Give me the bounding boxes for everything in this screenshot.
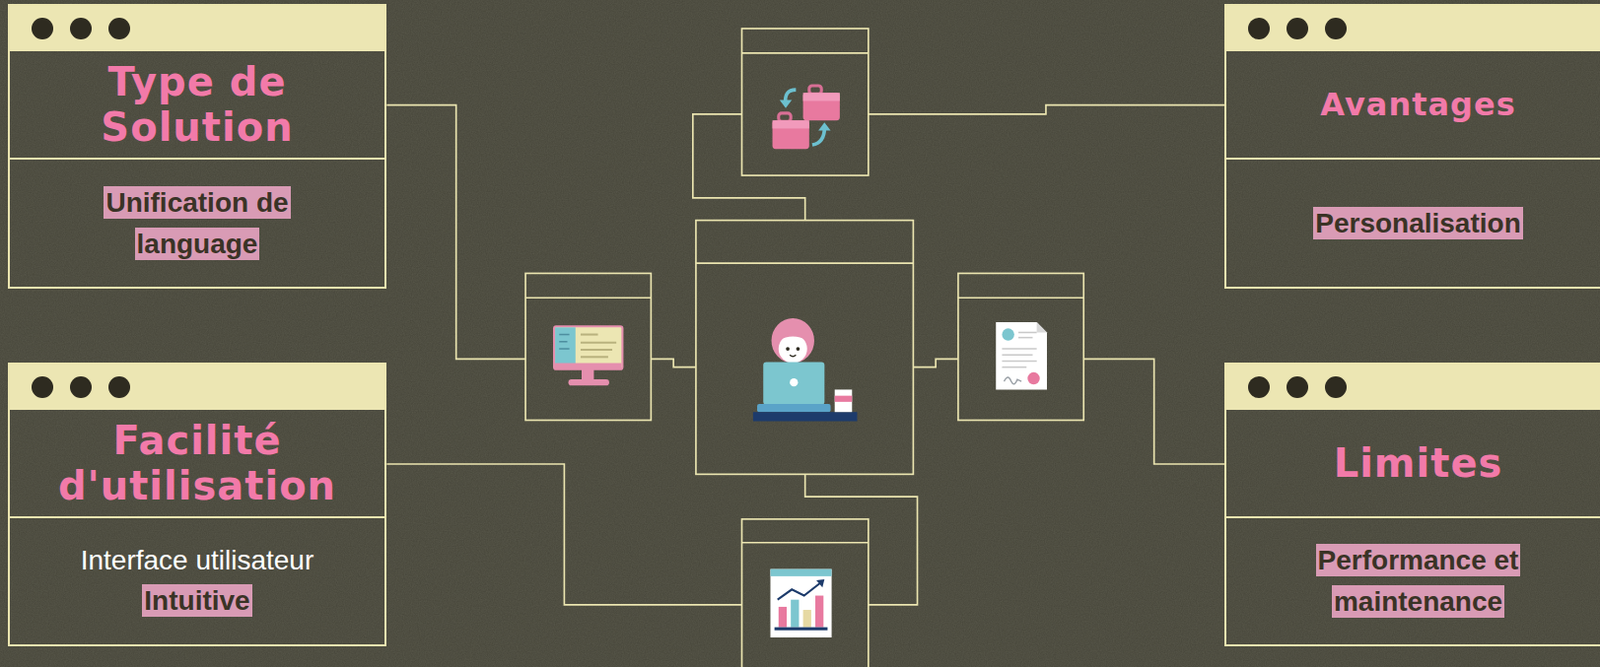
icon-frame bbox=[742, 28, 869, 176]
body-line: Personalisation bbox=[1313, 203, 1524, 245]
heading-section: Limites bbox=[1226, 410, 1600, 519]
wire bbox=[386, 105, 526, 360]
document-icon bbox=[995, 322, 1047, 390]
window-panel: Type de SolutionUnification de language bbox=[7, 3, 387, 289]
window-dot bbox=[69, 17, 92, 40]
window-title-bar bbox=[1226, 5, 1600, 52]
window-heading: Type de Solution bbox=[69, 59, 326, 150]
body-section: Unification de language bbox=[9, 159, 385, 287]
body-section: Interface utilisateurIntuitive bbox=[9, 518, 385, 645]
frame-divider bbox=[525, 296, 651, 299]
monitor-icon bbox=[554, 326, 623, 386]
body-line: Intuitive bbox=[141, 580, 252, 623]
body-section: Performance et maintenance bbox=[1226, 518, 1600, 645]
body-section: Personalisation bbox=[1226, 159, 1600, 287]
window-dot bbox=[1324, 17, 1347, 40]
briefcase-icon bbox=[772, 85, 840, 149]
window-dot bbox=[69, 376, 92, 399]
window-title-bar bbox=[9, 5, 385, 52]
window-panel: Facilité d'utilisationInterface utilisat… bbox=[7, 362, 387, 647]
window-title-bar bbox=[9, 364, 385, 411]
frame-divider bbox=[742, 52, 869, 55]
wire bbox=[805, 474, 918, 606]
body-line: Interface utilisateur bbox=[80, 541, 315, 581]
frame-divider bbox=[958, 296, 1084, 299]
wire bbox=[386, 464, 742, 606]
icon-frames bbox=[525, 28, 1084, 667]
heading-section: Facilité d'utilisation bbox=[9, 410, 385, 519]
body-text: Interface utilisateur bbox=[80, 545, 315, 576]
window-dot bbox=[1286, 17, 1309, 40]
window-heading: Avantages bbox=[1320, 86, 1516, 124]
window-dot bbox=[1324, 376, 1347, 399]
wires bbox=[386, 105, 1225, 606]
highlighted-text: Intuitive bbox=[141, 584, 252, 618]
icon-frame bbox=[525, 273, 651, 420]
window-dot bbox=[1248, 376, 1270, 399]
frame-divider bbox=[695, 262, 913, 265]
body-line: Performance et maintenance bbox=[1295, 540, 1542, 624]
window-panel: AvantagesPersonalisation bbox=[1224, 3, 1600, 289]
highlighted-text: Personalisation bbox=[1313, 207, 1524, 240]
window-heading: Limites bbox=[1333, 440, 1504, 487]
highlighted-text: Performance et maintenance bbox=[1316, 544, 1522, 619]
chart-icon bbox=[769, 569, 832, 638]
window-dot bbox=[108, 376, 131, 399]
person-laptop-icon bbox=[753, 318, 858, 422]
window-dot bbox=[31, 376, 54, 399]
window-dot bbox=[1248, 17, 1270, 40]
window-dot bbox=[31, 17, 54, 40]
window-title-bar bbox=[1226, 364, 1600, 411]
wire bbox=[1083, 358, 1225, 465]
window-heading: Facilité d'utilisation bbox=[24, 417, 370, 509]
wire bbox=[650, 358, 696, 367]
window-dot bbox=[108, 17, 131, 40]
icon-frame bbox=[695, 220, 913, 476]
highlighted-text: Unification de language bbox=[103, 186, 290, 261]
wire bbox=[912, 358, 959, 367]
body-line: Unification de language bbox=[73, 182, 321, 266]
window-dot bbox=[1286, 376, 1309, 399]
wire bbox=[868, 105, 1225, 115]
heading-section: Type de Solution bbox=[9, 51, 385, 160]
heading-section: Avantages bbox=[1226, 51, 1600, 160]
icon-frame bbox=[742, 519, 869, 667]
frame-divider bbox=[742, 542, 869, 545]
icon-frame bbox=[958, 273, 1084, 420]
window-panel: LimitesPerformance et maintenance bbox=[1224, 362, 1600, 647]
